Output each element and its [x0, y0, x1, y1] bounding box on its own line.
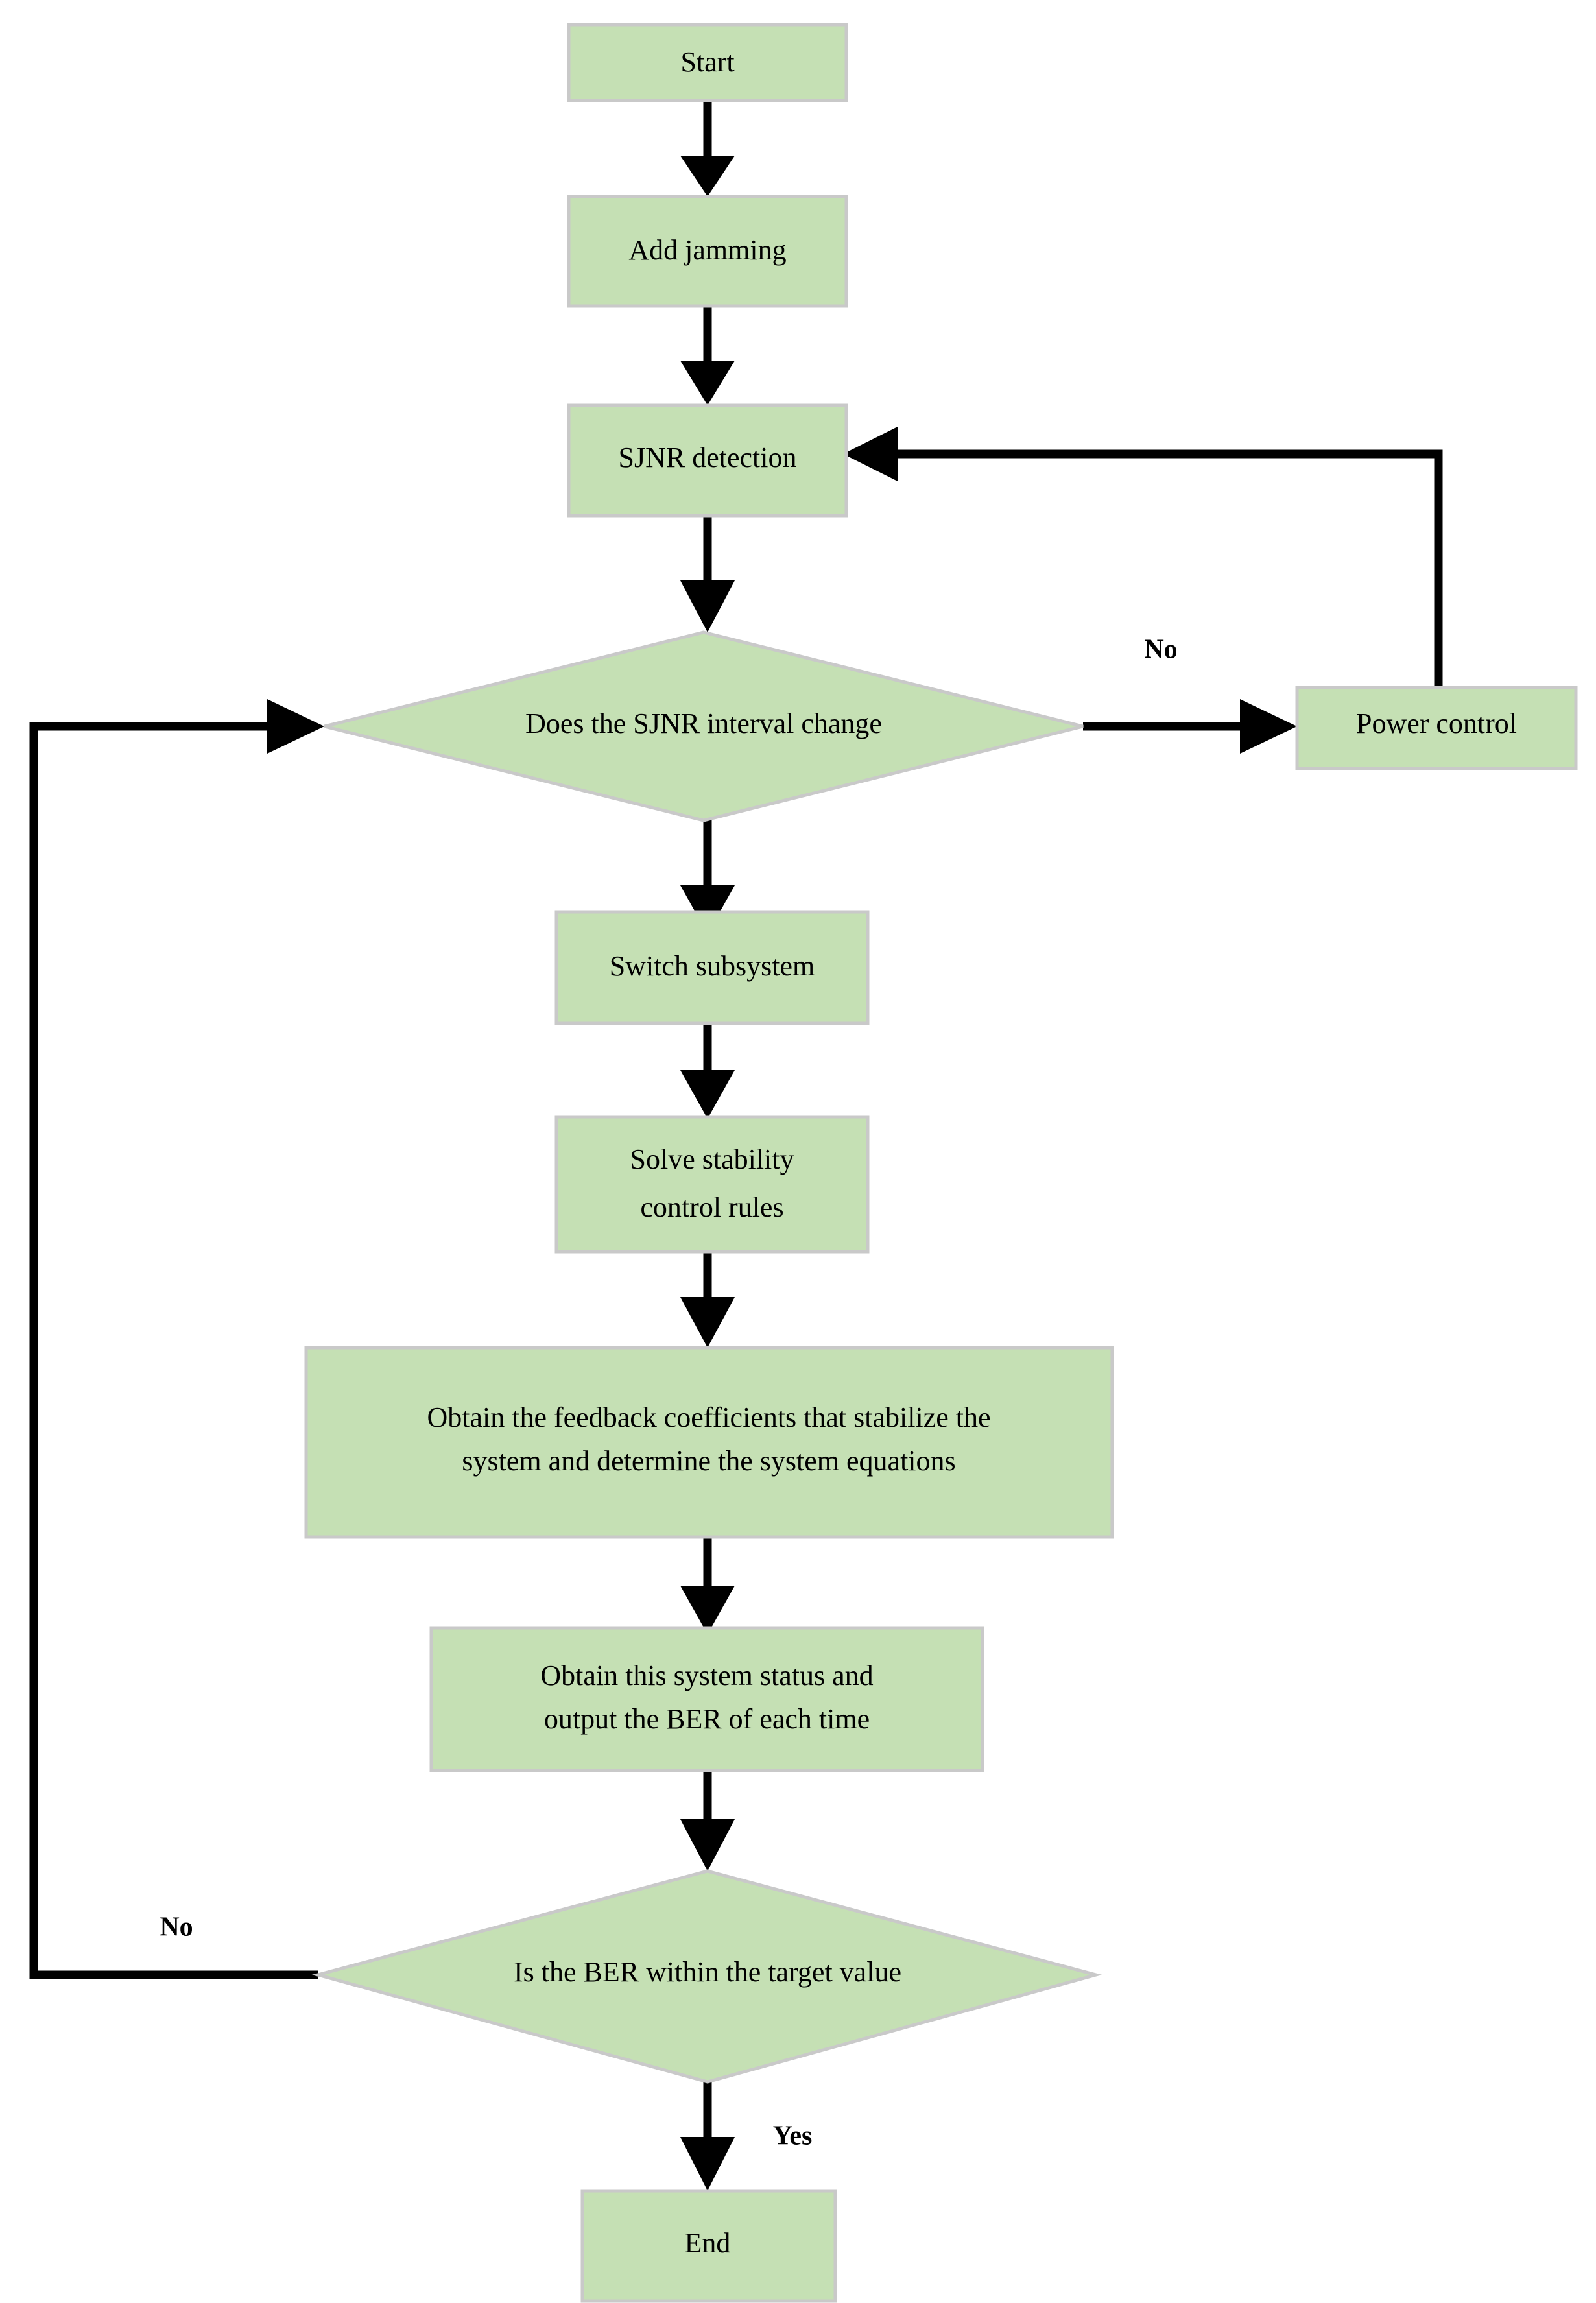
- end-box[interactable]: [580, 2189, 837, 2303]
- end-label: End: [685, 2227, 731, 2259]
- edge-system-status-to-ber-decision: [680, 1771, 735, 1871]
- edge-label-no-bottom: No: [160, 1913, 193, 1942]
- add-jamming-label: Add jamming: [628, 234, 786, 266]
- node-obtain-feedback-coefficients[interactable]: Obtain the feedback coefficients that st…: [304, 1346, 1114, 1539]
- node-solve-stability[interactable]: Solve stability control rules: [554, 1115, 870, 1254]
- power-control-box[interactable]: [1295, 686, 1578, 770]
- ber-target-diamond[interactable]: [311, 1869, 1102, 2084]
- node-end[interactable]: End: [580, 2189, 837, 2303]
- start-box[interactable]: [567, 23, 848, 102]
- edge-decision-to-switch-subsystem: [680, 820, 735, 934]
- obtain-system-status-label-line1: Obtain this system status and: [540, 1660, 873, 1691]
- edge-ber-decision-no-loop: [29, 699, 324, 1979]
- edge-ber-decision-yes-to-end: [680, 2082, 735, 2191]
- solve-stability-label-line2: control rules: [640, 1191, 783, 1223]
- edge-label-yes: Yes: [773, 2121, 813, 2151]
- edge-switch-subsystem-to-solve-stability: [680, 1023, 735, 1119]
- solve-stability-box[interactable]: [554, 1115, 870, 1254]
- edge-add-jamming-to-sjnr-detection: [680, 306, 735, 405]
- edge-start-to-add-jamming: [680, 101, 735, 197]
- obtain-coefficients-label-line1: Obtain the feedback coefficients that st…: [427, 1402, 990, 1433]
- node-switch-subsystem[interactable]: Switch subsystem: [554, 910, 870, 1025]
- power-control-label: Power control: [1356, 708, 1517, 739]
- node-add-jamming[interactable]: Add jamming: [567, 195, 848, 308]
- switch-subsystem-box[interactable]: [554, 910, 870, 1025]
- node-obtain-system-status[interactable]: Obtain this system status and output the…: [429, 1626, 984, 1772]
- node-decision-sjnr-interval-change[interactable]: Does the SJNR interval change: [324, 630, 1084, 822]
- ber-target-label: Is the BER within the target value: [514, 1956, 901, 1988]
- sjnr-change-label: Does the SJNR interval change: [525, 708, 882, 739]
- obtain-coefficients-box[interactable]: [304, 1346, 1114, 1539]
- sjnr-detection-box[interactable]: [567, 403, 848, 518]
- node-decision-ber-target[interactable]: Is the BER within the target value: [311, 1869, 1102, 2084]
- solve-stability-label-line1: Solve stability: [630, 1143, 794, 1175]
- obtain-system-status-label-line2: output the BER of each time: [544, 1703, 870, 1735]
- edge-obtain-coefficients-to-system-status: [680, 1537, 735, 1634]
- sjnr-detection-label: SJNR detection: [619, 442, 797, 473]
- add-jamming-box[interactable]: [567, 195, 848, 308]
- node-power-control[interactable]: Power control: [1295, 686, 1578, 770]
- edge-decision-no-to-power-control: [1083, 699, 1297, 754]
- start-label: Start: [680, 46, 734, 78]
- node-start[interactable]: Start: [567, 23, 848, 102]
- node-sjnr-detection[interactable]: SJNR detection: [567, 403, 848, 518]
- edge-sjnr-detection-to-decision: [680, 516, 735, 632]
- obtain-coefficients-label-line2: system and determine the system equation…: [462, 1445, 955, 1477]
- edge-power-control-to-sjnr-detection: [843, 427, 1443, 687]
- edge-solve-stability-to-obtain-coefficients: [680, 1252, 735, 1348]
- obtain-system-status-box[interactable]: [429, 1626, 984, 1772]
- edge-label-no-top: No: [1144, 635, 1177, 665]
- sjnr-change-diamond[interactable]: [324, 630, 1084, 822]
- switch-subsystem-label: Switch subsystem: [610, 950, 815, 982]
